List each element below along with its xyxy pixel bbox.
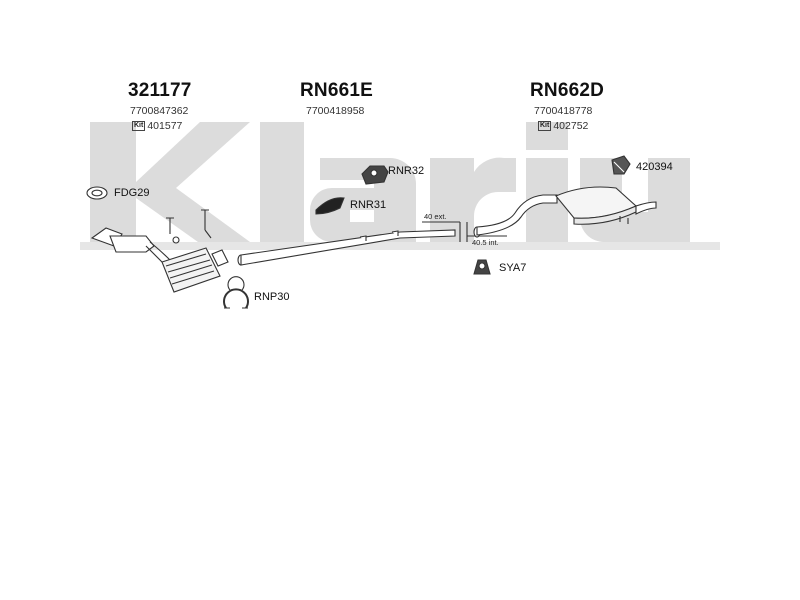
oem-number: 7700847362: [130, 105, 189, 117]
dimension-int: 40.5 int.: [472, 238, 499, 247]
klarius-watermark-logo: [80, 122, 720, 250]
part-label-rnr31: RNR31: [350, 199, 387, 211]
kit-number-value: 401577: [147, 120, 183, 132]
part-number-321177: 321177: [128, 80, 192, 101]
middle-pipe-rn661e: [237, 229, 456, 266]
front-pipe-catalytic-converter: [90, 209, 229, 293]
kit-number: Kit 401577: [132, 120, 182, 132]
rear-silencer-rn662d: [473, 186, 657, 238]
part-label-sya7: SYA7: [499, 262, 527, 274]
part-number-rn662d: RN662D: [530, 80, 605, 101]
dimension-ext: 40 ext.: [424, 212, 447, 221]
clamp-rnp30-icon: [223, 276, 249, 309]
pipe-dimension-marks: [422, 221, 507, 242]
rubber-mount-rnr31-icon: [315, 197, 345, 215]
oem-number: 7700418958: [306, 105, 365, 117]
part-label-rnp30: RNP30: [254, 291, 290, 303]
kit-badge: Kit: [538, 121, 552, 131]
part-label-420394: 420394: [636, 161, 673, 173]
rubber-mount-rnr32-icon: [361, 165, 389, 185]
kit-number: Kit 402752: [538, 120, 588, 132]
part-label-rnr32: RNR32: [388, 165, 425, 177]
gasket-fdg29-icon: [86, 186, 108, 200]
kit-badge: Kit: [132, 121, 146, 131]
oem-number: 7700418778: [534, 105, 593, 117]
kit-number-value: 402752: [553, 120, 589, 132]
part-label-fdg29: FDG29: [114, 187, 150, 199]
hanger-420394-icon: [611, 155, 631, 175]
part-number-rn661e: RN661E: [300, 80, 374, 101]
mount-sya7-icon: [473, 259, 491, 275]
